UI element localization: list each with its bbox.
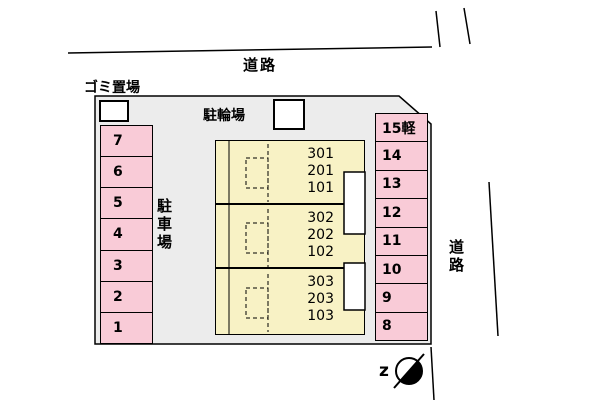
parking-stall: 7 xyxy=(100,125,153,158)
stall-number: 15軽 xyxy=(382,120,416,137)
stall-number: 3 xyxy=(113,257,123,274)
stall-number: 8 xyxy=(382,318,392,335)
parking-stall: 11 xyxy=(375,226,428,256)
garbage-area-label: ゴミ置場 xyxy=(84,80,140,96)
stall-number: 9 xyxy=(382,289,392,306)
stall-number: 14 xyxy=(382,148,402,165)
parking-stall: 1 xyxy=(100,311,153,344)
parking-column-right: 15軽 14 13 12 11 10 9 8 xyxy=(375,113,428,341)
room-number: 301 xyxy=(307,146,334,162)
parking-stall: 8 xyxy=(375,311,428,341)
road-top-label: 道路 xyxy=(243,56,278,74)
parking-stall: 15軽 xyxy=(375,113,428,143)
stall-number: 4 xyxy=(113,226,123,243)
parking-stall: 6 xyxy=(100,156,153,189)
parking-stall: 14 xyxy=(375,141,428,171)
parking-stall: 4 xyxy=(100,218,153,251)
unit-3-room-numbers: 303 203 103 xyxy=(307,274,334,325)
compass-north-label: z xyxy=(379,361,389,381)
bicycle-parking-area xyxy=(273,99,305,130)
room-number: 203 xyxy=(307,291,334,307)
road-line-top xyxy=(67,46,433,54)
parking-column-left: 7 6 5 4 3 2 1 xyxy=(100,125,153,344)
road-line-bottom-right xyxy=(430,346,435,400)
room-number: 302 xyxy=(307,210,334,226)
bicycle-parking-label: 駐輪場 xyxy=(203,108,245,124)
road-line-right xyxy=(488,181,499,337)
building: 301 201 101 302 202 102 303 203 103 xyxy=(215,140,365,335)
road-line-top-right-2 xyxy=(463,7,471,45)
building-unit-3: 303 203 103 xyxy=(216,269,364,333)
road-right-label: 道路 xyxy=(447,239,465,275)
room-number: 201 xyxy=(307,163,334,179)
stall-number: 11 xyxy=(382,233,402,250)
unit-1-room-numbers: 301 201 101 xyxy=(307,146,334,197)
stall-number: 6 xyxy=(113,164,123,181)
room-number: 103 xyxy=(307,308,334,324)
parking-stall: 5 xyxy=(100,187,153,220)
room-number: 102 xyxy=(307,244,334,260)
stall-number: 7 xyxy=(113,133,123,150)
stall-number: 13 xyxy=(382,176,402,193)
parking-lot-label: 駐車場 xyxy=(155,198,173,252)
road-line-top-right-1 xyxy=(435,10,441,48)
stall-number: 10 xyxy=(382,261,402,278)
parking-stall: 9 xyxy=(375,283,428,313)
room-number: 202 xyxy=(307,227,334,243)
parking-stall: 2 xyxy=(100,280,153,313)
stall-number: 5 xyxy=(113,195,123,212)
stall-number: 1 xyxy=(113,319,123,336)
building-unit-1: 301 201 101 xyxy=(216,141,364,205)
garbage-area xyxy=(99,100,129,122)
building-unit-2: 302 202 102 xyxy=(216,205,364,269)
parking-stall: 10 xyxy=(375,254,428,285)
unit-2-room-numbers: 302 202 102 xyxy=(307,210,334,261)
parking-stall: 12 xyxy=(375,198,428,228)
parking-stall: 13 xyxy=(375,169,428,200)
room-number: 303 xyxy=(307,274,334,290)
room-number: 101 xyxy=(307,180,334,196)
stall-number: 12 xyxy=(382,204,402,221)
parking-stall: 3 xyxy=(100,249,153,282)
stall-number: 2 xyxy=(113,288,123,305)
